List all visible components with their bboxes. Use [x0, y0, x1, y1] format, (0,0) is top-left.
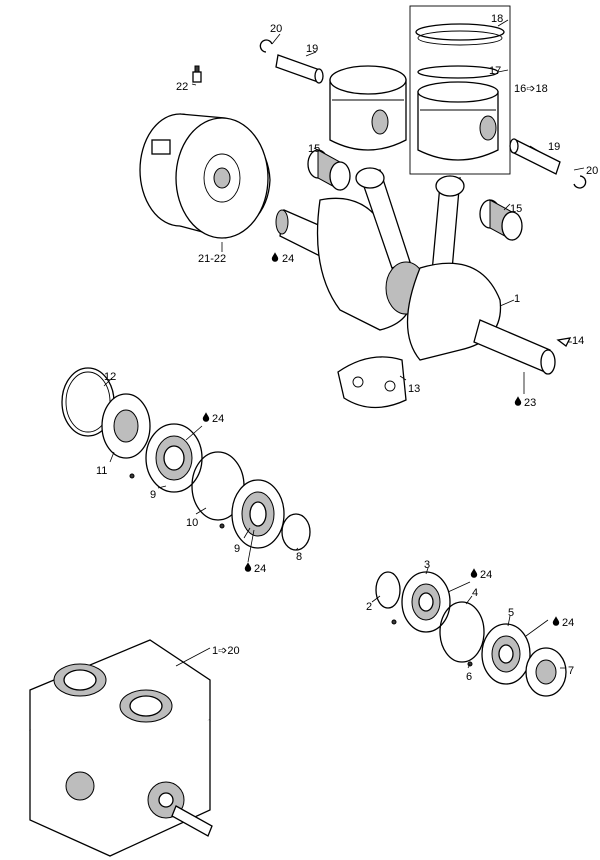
callout-13: 13	[408, 383, 420, 395]
oil-drop-icon	[202, 412, 210, 422]
callout-12: 12	[104, 371, 116, 383]
oil-drop-icon	[470, 568, 478, 578]
ball-bearing-9-upper	[145, 423, 203, 493]
dowel-pins-right	[391, 619, 473, 667]
callout-9-upper: 9	[150, 489, 156, 501]
callout-24-left-bearing: 24	[212, 413, 224, 425]
needle-bearing-upper	[307, 149, 351, 191]
callout-15-lower: 15	[510, 203, 522, 215]
callout-24-bearing-5: 24	[562, 617, 574, 629]
callout-5: 5	[508, 607, 514, 619]
oil-drop-icon	[514, 396, 522, 406]
callout-labels: 20 19 22 18 17 16➩18 19 20 15 15 21-22 2…	[96, 13, 598, 683]
oil-drop-icon	[244, 562, 252, 572]
callout-24-bearing-3: 24	[480, 569, 492, 581]
piston-ring-top	[415, 23, 505, 46]
callout-24-crank: 24	[282, 253, 294, 265]
callout-16-to-18: 16➩18	[514, 83, 548, 95]
ball-bearing-3	[401, 571, 451, 633]
oil-seal-11	[101, 393, 151, 459]
callout-1-to-20: 1➩20	[212, 645, 240, 657]
callout-4: 4	[472, 587, 478, 599]
callout-17: 17	[489, 65, 501, 77]
grease-fitting	[192, 65, 202, 83]
callout-7: 7	[568, 665, 574, 677]
dowel-pins-left	[129, 473, 225, 529]
callout-11: 11	[96, 465, 107, 477]
piston-kit-box	[409, 5, 511, 175]
oil-seal-7	[525, 647, 567, 697]
piston-pin-right	[509, 138, 561, 175]
callout-20-right: 20	[586, 165, 598, 177]
callout-6: 6	[466, 671, 472, 683]
callout-10: 10	[186, 517, 198, 529]
callout-21-22: 21-22	[198, 253, 226, 265]
crank-half-ring	[337, 356, 407, 409]
piston-left	[329, 65, 407, 151]
callout-22: 22	[176, 81, 188, 93]
oil-drop-icon	[552, 616, 560, 626]
callout-24-lower-bearing: 24	[254, 563, 266, 575]
callout-14: 14	[572, 335, 584, 347]
callout-15-upper: 15	[308, 143, 320, 155]
callout-8: 8	[296, 551, 302, 563]
callout-2: 2	[366, 601, 372, 613]
callout-9-lower: 9	[234, 543, 240, 555]
ring-4	[439, 601, 485, 663]
ball-bearing-9-lower	[231, 479, 285, 549]
callout-19-right: 19	[548, 141, 560, 153]
callout-23: 23	[524, 397, 536, 409]
shim-8	[281, 513, 311, 551]
piston-right	[417, 81, 499, 161]
callout-1: 1	[514, 293, 520, 305]
flywheel	[139, 113, 271, 239]
leader-lines	[103, 19, 585, 669]
crankshaft	[275, 167, 556, 375]
ball-bearing-5	[481, 623, 531, 685]
piston-ring-second	[417, 65, 499, 79]
callout-19-left: 19	[306, 43, 318, 55]
shim-2	[375, 571, 401, 609]
circlip-left	[259, 39, 273, 53]
needle-bearing-lower	[479, 199, 523, 241]
callout-20-left: 20	[270, 23, 282, 35]
callout-18: 18	[491, 13, 503, 25]
circlip-right	[573, 175, 587, 189]
engine-assembly	[29, 639, 213, 857]
callout-3: 3	[424, 559, 430, 571]
piston-pin-left	[275, 54, 324, 84]
oil-drop-icon	[271, 252, 279, 262]
